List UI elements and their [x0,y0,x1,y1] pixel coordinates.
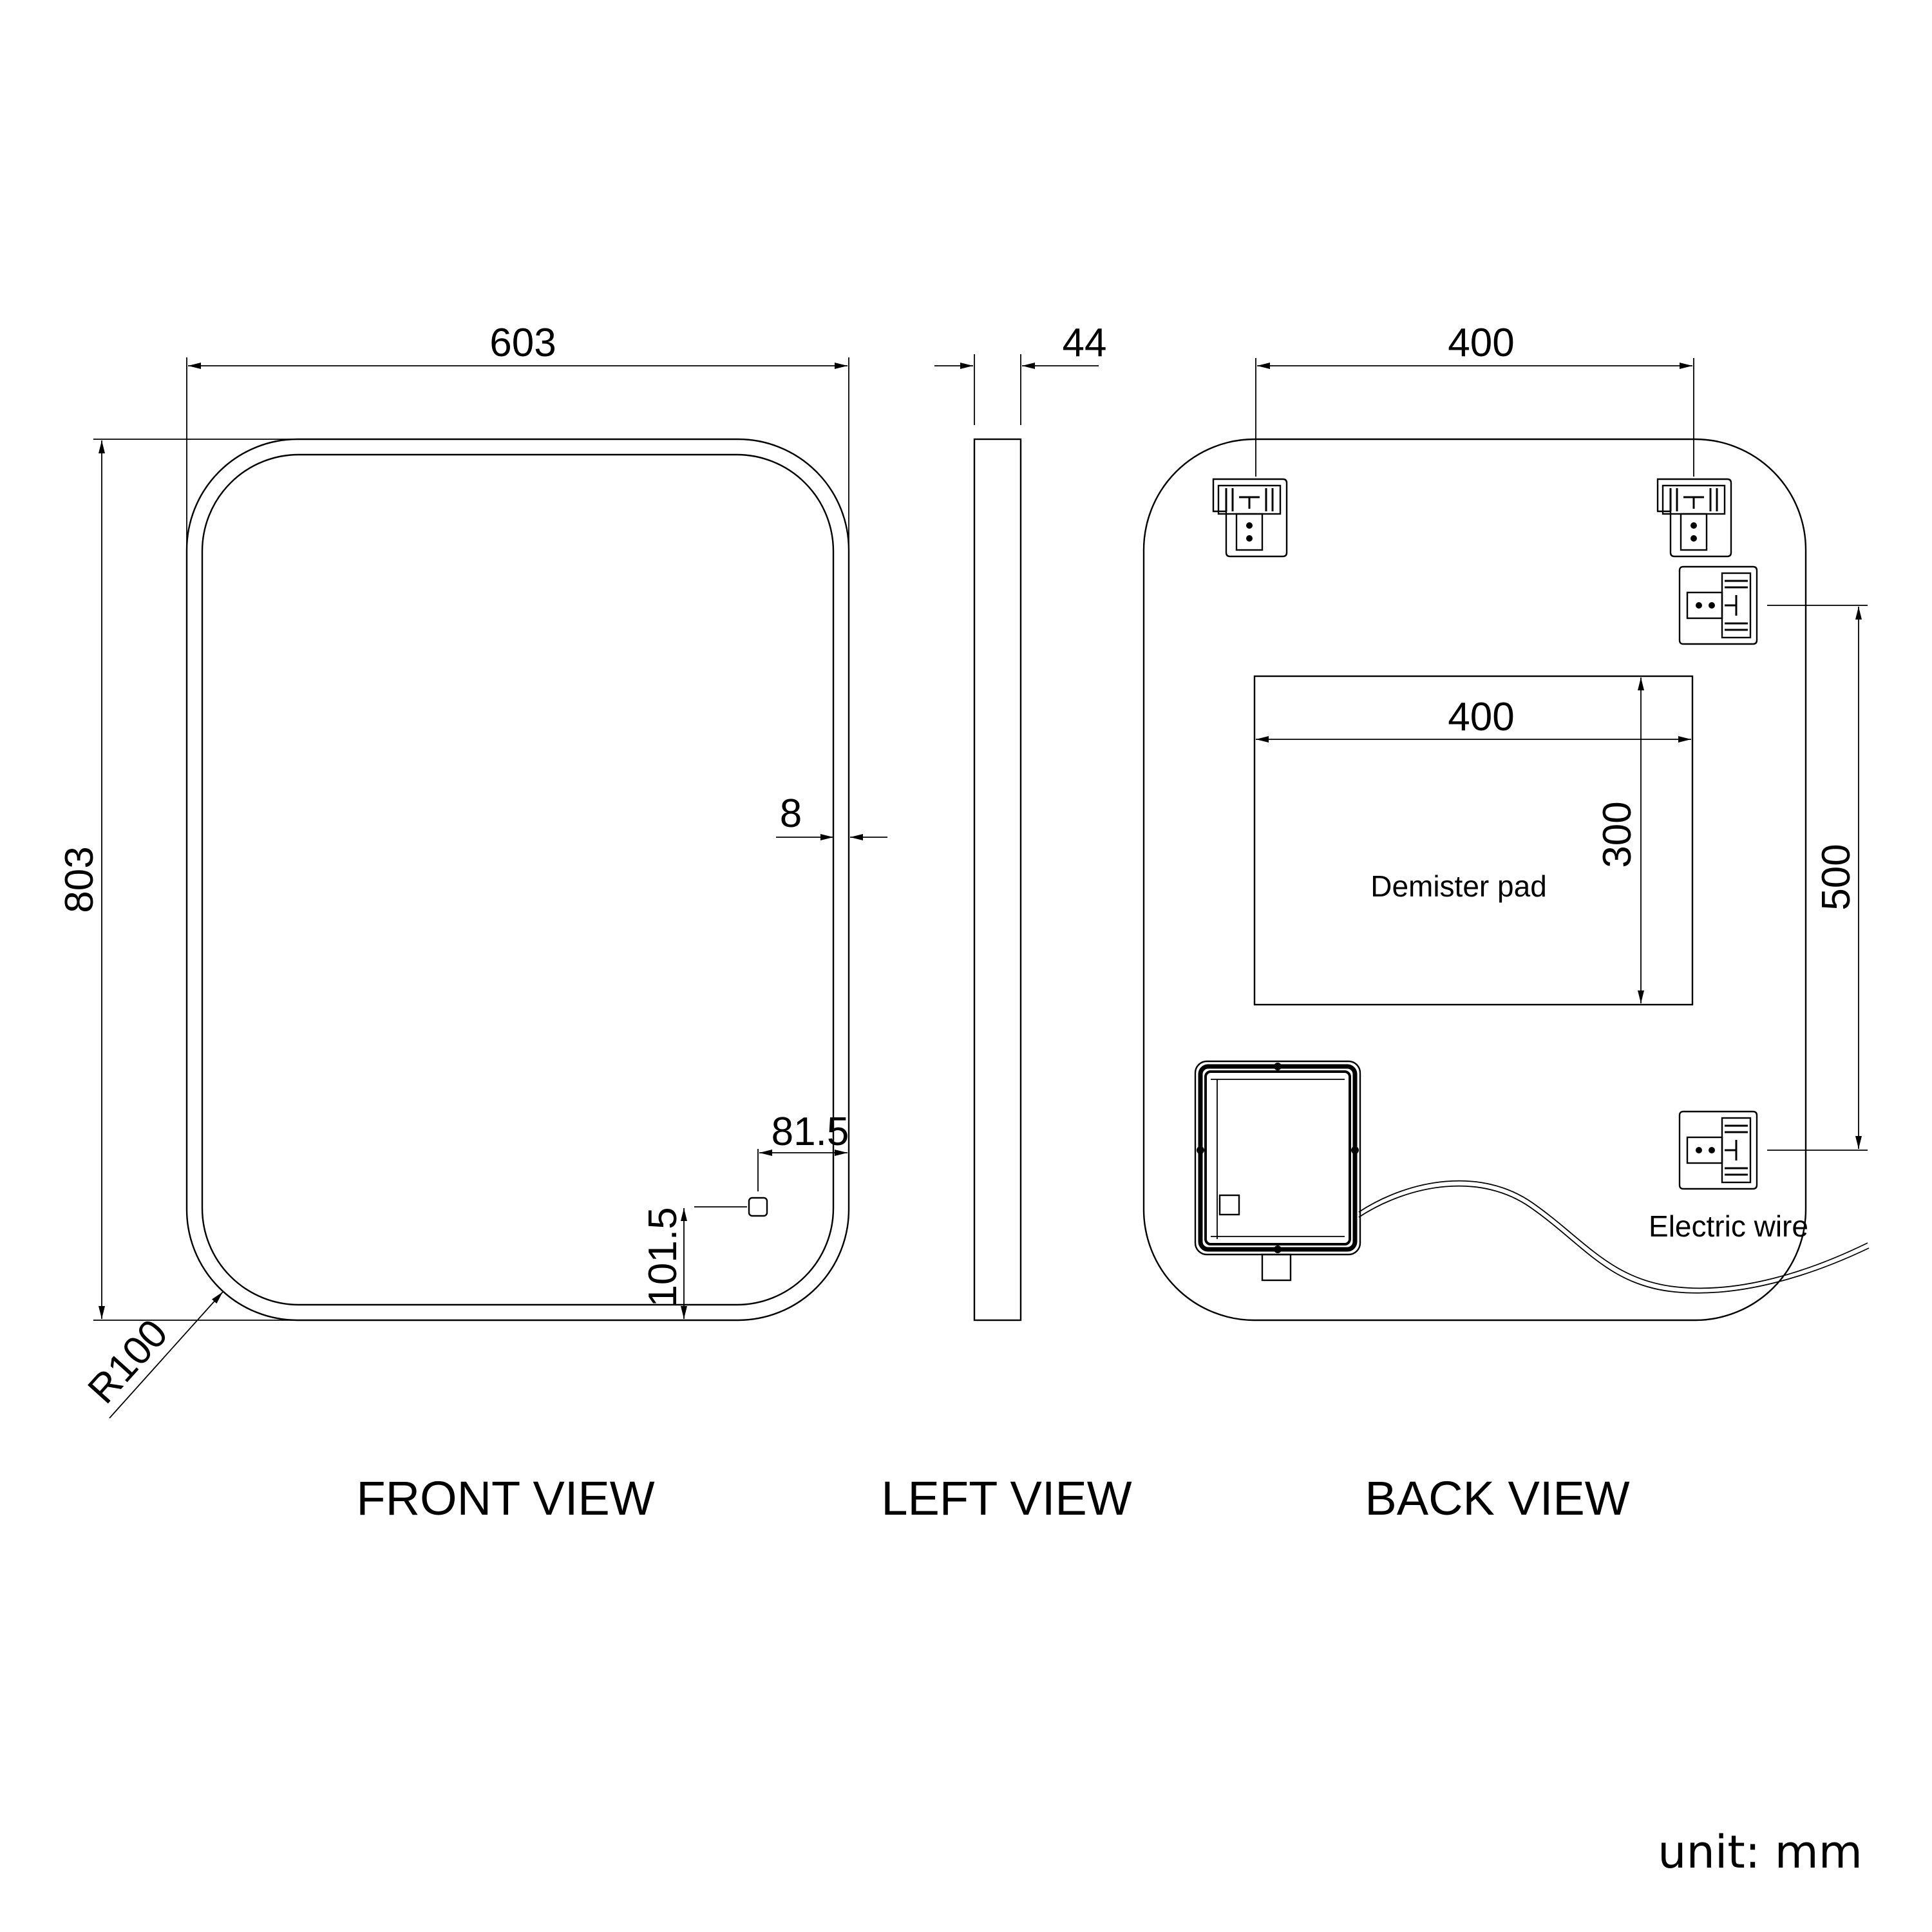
hanging-bracket-right-lower [1678,1110,1758,1190]
driver-box [1194,1060,1361,1282]
hanging-bracket-top-left [1212,478,1288,558]
hanging-bracket-right-upper [1678,565,1758,645]
dim-switch-x-label: 81.5 [772,1110,849,1154]
touch-switch [748,1197,768,1217]
dim-frame-label: 8 [780,791,802,836]
dim-vertical-spacing: 500 [1767,605,1868,1151]
dim-frame: 8 [776,791,887,840]
dim-width: 603 [186,321,849,554]
front-inner-frame [201,453,835,1306]
dim-width-label: 603 [489,321,556,365]
dim-switch-x: 81.5 [757,1110,849,1191]
left-view-label: LEFT VIEW [881,1472,1132,1525]
dim-switch-y: 101.5 [641,1206,747,1319]
dim-depth: 44 [934,321,1106,425]
demister-pad: 400 300 Demister pad [1253,675,1694,1006]
dim-depth-label: 44 [1063,321,1107,365]
front-view-label: FRONT VIEW [356,1472,654,1525]
dim-bracket-spacing-label: 400 [1448,321,1514,365]
electric-wire-label: Electric wire [1649,1209,1808,1243]
dim-bracket-spacing: 400 [1255,321,1694,477]
front-view: 603 803 8 81.5 101.5 [57,321,887,1525]
left-view: 44 LEFT VIEW [881,321,1132,1525]
side-profile [973,438,1022,1321]
dim-switch-y-label: 101.5 [641,1207,685,1307]
dim-height-label: 803 [57,846,102,913]
dim-pad-width-label: 400 [1448,695,1514,739]
back-panel [1142,438,1807,1321]
dim-pad-height-label: 300 [1595,801,1640,867]
dim-radius: R100 [80,1291,223,1419]
dim-vertical-spacing-label: 500 [1814,844,1859,910]
dim-height: 803 [57,439,296,1321]
front-outer-frame [185,438,850,1321]
electric-wire: Electric wire [1358,1180,1870,1294]
demister-pad-label: Demister pad [1370,869,1547,903]
back-view: 400 500 400 300 Demister pad [1142,321,1870,1525]
hanging-bracket-top-right [1656,478,1732,558]
back-view-label: BACK VIEW [1365,1472,1629,1525]
unit-label: unit: mm [1658,1826,1862,1879]
